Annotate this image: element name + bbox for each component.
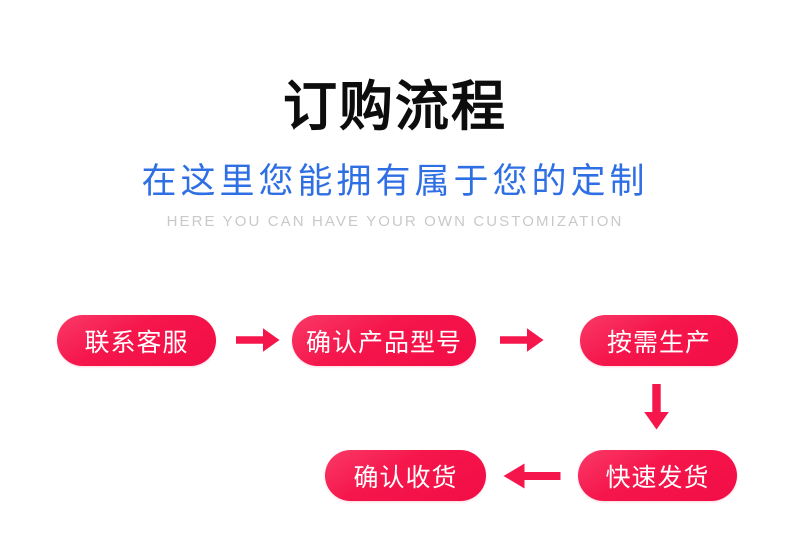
arrow-right-icon: [500, 327, 544, 353]
flow-node-contact[interactable]: 联系客服: [57, 315, 216, 366]
page-title: 订购流程: [283, 75, 507, 138]
flow-node-confirm-receipt[interactable]: 确认收货: [325, 450, 486, 501]
subtitle-english: HERE YOU CAN HAVE YOUR OWN CUSTOMIZATION: [166, 213, 624, 230]
arrow-left-icon: [503, 462, 561, 490]
subtitle-chinese: 在这里您能拥有属于您的定制: [141, 162, 649, 202]
flow-node-fast-shipping[interactable]: 快速发货: [578, 450, 737, 501]
arrow-right-icon: [236, 327, 280, 353]
flow-node-produce-on-demand[interactable]: 按需生产: [580, 315, 738, 366]
arrow-down-icon: [643, 384, 670, 430]
flow-node-confirm-model[interactable]: 确认产品型号: [292, 315, 476, 366]
